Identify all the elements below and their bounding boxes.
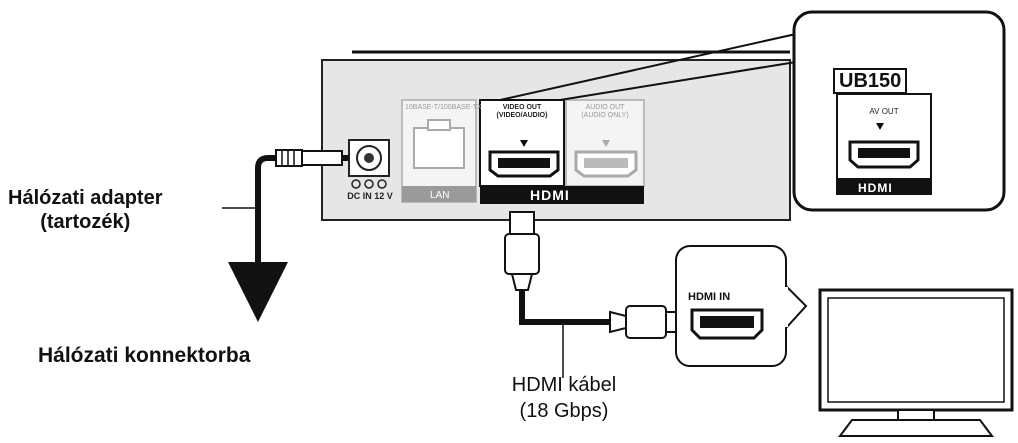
- hdmi-video-out-port: [479, 99, 565, 187]
- hdmi-label-bar: [480, 186, 644, 204]
- cable-label-line2: (18 Gbps): [519, 400, 609, 422]
- hdmi-logo-zoom: HDMI: [858, 181, 893, 195]
- hdmi-logo: HDMI: [530, 187, 570, 203]
- polarity-icon: [351, 179, 361, 189]
- hdmi-cable: [504, 211, 681, 378]
- dc-in-label: DC IN 12 V: [347, 191, 393, 201]
- cable-label-line1: HDMI kábel: [511, 374, 617, 396]
- audio-out-line2: (AUDIO ONLY): [581, 112, 629, 119]
- outlet-label: Hálózati konnektorba: [38, 344, 251, 367]
- hdmi-plug-top: [509, 211, 535, 237]
- lan-label-bar: [402, 186, 476, 202]
- lan-port-caption: 10BASE-T/100BASE-TX: [405, 104, 482, 111]
- zoom-callout-box: [792, 10, 1006, 212]
- video-out-line1: VIDEO OUT: [502, 104, 542, 111]
- hdmi-audio-out-port: [565, 99, 645, 187]
- adapter-cable: [222, 149, 349, 322]
- adapter-label-line2: (tartozék): [40, 211, 131, 233]
- hdmi-label-bar-zoom: [837, 178, 931, 194]
- audio-out-line1: AUDIO OUT: [585, 104, 625, 111]
- callout-line-lower: [559, 61, 797, 101]
- model-label: UB150: [833, 68, 908, 94]
- dc-in-jack: [348, 139, 390, 189]
- dc-plug: [299, 150, 343, 166]
- adapter-label: Hálózati adapter (tartozék): [8, 186, 162, 234]
- arrow-down-icon: [520, 140, 528, 147]
- cable-label: HDMI kábel (18 Gbps): [479, 372, 649, 424]
- av-out-label: AV OUT: [869, 107, 899, 116]
- hdmi-plug-side: [625, 305, 667, 339]
- lan-port: [401, 99, 477, 203]
- adapter-label-line1: Hálózati adapter: [8, 187, 163, 209]
- callout-line-upper: [499, 33, 797, 101]
- tv-icon: [818, 288, 1014, 437]
- video-out-label: VIDEO OUT (VIDEO/AUDIO): [482, 104, 562, 120]
- audio-out-label: AUDIO OUT (AUDIO ONLY): [568, 104, 642, 120]
- lan-label: LAN: [430, 190, 450, 201]
- arrow-down-icon: [876, 123, 884, 130]
- arrow-down-icon: [602, 140, 610, 147]
- tv-hdmi-in-callout: [675, 245, 808, 367]
- arrow-down-icon: [228, 262, 288, 322]
- hdmi-in-label: HDMI IN: [688, 291, 731, 303]
- video-out-line2: (VIDEO/AUDIO): [496, 112, 548, 119]
